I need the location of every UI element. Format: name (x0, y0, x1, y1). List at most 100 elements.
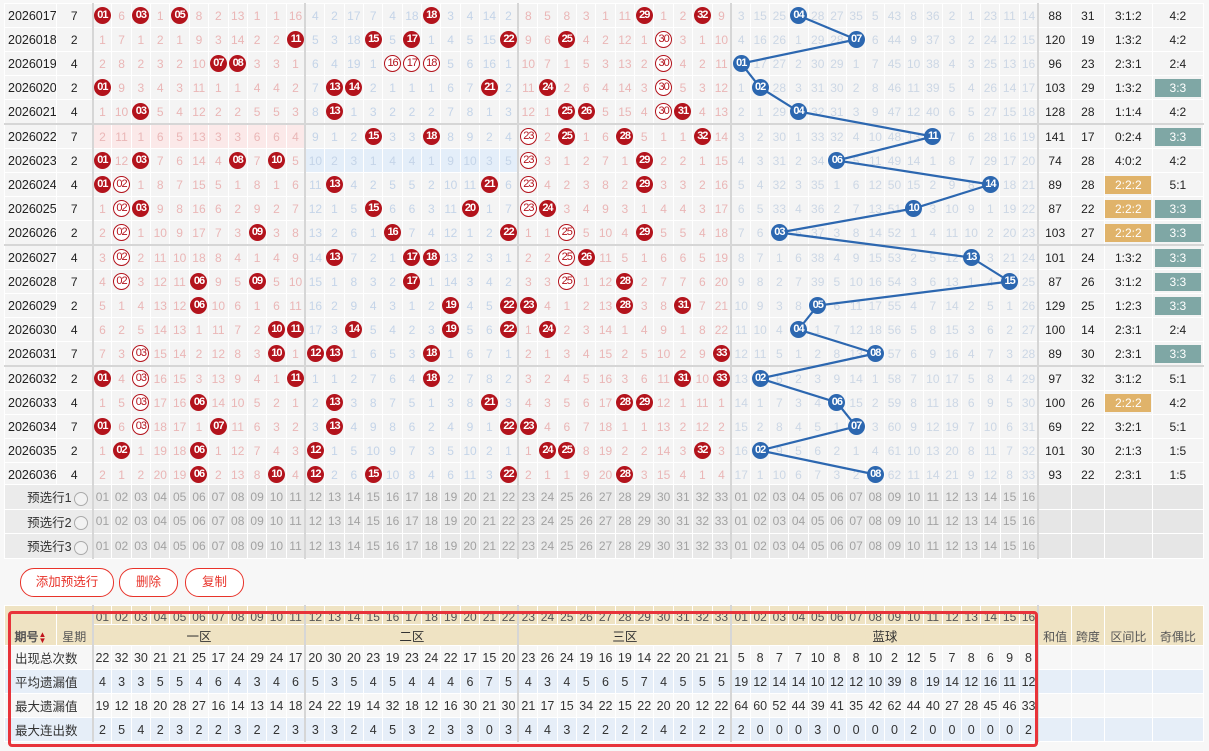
preselect-red-number[interactable]: 25 (556, 533, 578, 559)
preselect-red-number[interactable]: 03 (130, 533, 152, 559)
preselect-red-number[interactable]: 20 (459, 508, 481, 534)
preselect-red-number[interactable]: 28 (614, 533, 636, 559)
delete-button[interactable]: 删除 (119, 568, 178, 597)
preselect-red-number[interactable]: 05 (169, 508, 190, 534)
preselect-red-number[interactable]: 06 (188, 484, 210, 510)
preselect-red-number[interactable]: 07 (208, 508, 229, 534)
preselect-red-number[interactable]: 10 (266, 533, 287, 559)
preselect-red-number[interactable]: 24 (537, 533, 558, 559)
preselect-red-number[interactable]: 29 (634, 508, 655, 534)
preselect-red-number[interactable]: 21 (479, 508, 500, 534)
preselect-red-number[interactable]: 24 (537, 508, 558, 534)
preselect-red-number[interactable]: 23 (517, 508, 539, 534)
preselect-red-number[interactable]: 15 (363, 508, 384, 534)
preselect-blue-number[interactable]: 02 (750, 533, 771, 559)
preselect-red-number[interactable]: 26 (575, 508, 597, 534)
preselect-blue-number[interactable]: 15 (999, 484, 1020, 510)
preselect-red-number[interactable]: 16 (382, 508, 403, 534)
radio-button[interactable] (73, 491, 88, 506)
preselect-blue-number[interactable]: 16 (1018, 533, 1039, 559)
preselect-red-number[interactable]: 02 (111, 508, 132, 534)
preselect-red-number[interactable]: 30 (653, 484, 674, 510)
preselect-red-number[interactable]: 14 (343, 484, 365, 510)
preselect-red-number[interactable]: 05 (169, 484, 190, 510)
preselect-red-number[interactable]: 16 (382, 533, 403, 559)
preselect-red-number[interactable]: 33 (711, 484, 732, 510)
add-preselect-button[interactable]: 添加预选行 (20, 568, 114, 597)
preselect-red-number[interactable]: 18 (421, 533, 442, 559)
preselect-red-number[interactable]: 04 (150, 484, 171, 510)
preselect-red-number[interactable]: 01 (91, 484, 113, 510)
preselect-red-number[interactable]: 04 (150, 508, 171, 534)
preselect-blue-number[interactable]: 08 (865, 533, 886, 559)
preselect-red-number[interactable]: 24 (537, 484, 558, 510)
preselect-blue-number[interactable]: 10 (903, 533, 924, 559)
preselect-red-number[interactable]: 32 (692, 484, 713, 510)
preselect-blue-number[interactable]: 07 (845, 508, 867, 534)
preselect-red-number[interactable]: 18 (421, 508, 442, 534)
preselect-red-number[interactable]: 21 (479, 484, 500, 510)
preselect-red-number[interactable]: 06 (188, 508, 210, 534)
preselect-red-number[interactable]: 31 (672, 533, 694, 559)
preselect-red-number[interactable]: 09 (246, 484, 268, 510)
preselect-red-number[interactable]: 13 (324, 484, 345, 510)
preselect-red-number[interactable]: 12 (304, 508, 326, 534)
preselect-red-number[interactable]: 23 (517, 533, 539, 559)
preselect-red-number[interactable]: 06 (188, 533, 210, 559)
preselect-blue-number[interactable]: 04 (788, 484, 809, 510)
preselect-red-number[interactable]: 27 (595, 484, 616, 510)
preselect-blue-number[interactable]: 09 (884, 533, 905, 559)
preselect-red-number[interactable]: 27 (595, 508, 616, 534)
preselect-blue-number[interactable]: 14 (980, 508, 1001, 534)
preselect-red-number[interactable]: 22 (498, 508, 519, 534)
preselect-blue-number[interactable]: 11 (922, 533, 943, 559)
preselect-red-number[interactable]: 13 (324, 533, 345, 559)
preselect-blue-number[interactable]: 14 (980, 533, 1001, 559)
preselect-red-number[interactable]: 14 (343, 533, 365, 559)
preselect-red-number[interactable]: 23 (517, 484, 539, 510)
preselect-blue-number[interactable]: 11 (922, 484, 943, 510)
preselect-red-number[interactable]: 30 (653, 533, 674, 559)
preselect-red-number[interactable]: 07 (208, 484, 229, 510)
preselect-blue-number[interactable]: 05 (807, 533, 828, 559)
preselect-red-number[interactable]: 22 (498, 484, 519, 510)
preselect-red-number[interactable]: 11 (285, 533, 306, 559)
preselect-blue-number[interactable]: 04 (788, 533, 809, 559)
preselect-blue-number[interactable]: 12 (941, 533, 963, 559)
preselect-blue-number[interactable]: 16 (1018, 508, 1039, 534)
preselect-red-number[interactable]: 08 (227, 508, 248, 534)
preselect-blue-number[interactable]: 06 (826, 484, 848, 510)
preselect-red-number[interactable]: 03 (130, 484, 152, 510)
preselect-red-number[interactable]: 11 (285, 508, 306, 534)
preselect-blue-number[interactable]: 02 (750, 508, 771, 534)
preselect-red-number[interactable]: 02 (111, 533, 132, 559)
preselect-red-number[interactable]: 18 (421, 484, 442, 510)
preselect-blue-number[interactable]: 15 (999, 508, 1020, 534)
preselect-blue-number[interactable]: 14 (980, 484, 1001, 510)
preselect-red-number[interactable]: 31 (672, 508, 694, 534)
preselect-red-number[interactable]: 15 (363, 533, 384, 559)
preselect-red-number[interactable]: 11 (285, 484, 306, 510)
preselect-red-number[interactable]: 17 (401, 533, 423, 559)
preselect-red-number[interactable]: 26 (575, 484, 597, 510)
preselect-blue-number[interactable]: 13 (961, 508, 982, 534)
period-header[interactable]: 期号▲▼ (4, 605, 57, 646)
preselect-red-number[interactable]: 22 (498, 533, 519, 559)
preselect-red-number[interactable]: 04 (150, 533, 171, 559)
preselect-blue-number[interactable]: 07 (845, 533, 867, 559)
preselect-red-number[interactable]: 32 (692, 508, 713, 534)
preselect-red-number[interactable]: 13 (324, 508, 345, 534)
preselect-red-number[interactable]: 25 (556, 484, 578, 510)
preselect-red-number[interactable]: 12 (304, 533, 326, 559)
preselect-blue-number[interactable]: 10 (903, 484, 924, 510)
preselect-red-number[interactable]: 30 (653, 508, 674, 534)
preselect-red-number[interactable]: 07 (208, 533, 229, 559)
preselect-red-number[interactable]: 09 (246, 508, 268, 534)
preselect-blue-number[interactable]: 08 (865, 484, 886, 510)
preselect-blue-number[interactable]: 15 (999, 533, 1020, 559)
preselect-red-number[interactable]: 14 (343, 508, 365, 534)
preselect-blue-number[interactable]: 09 (884, 484, 905, 510)
preselect-red-number[interactable]: 29 (634, 484, 655, 510)
preselect-red-number[interactable]: 21 (479, 533, 500, 559)
preselect-blue-number[interactable]: 03 (769, 484, 790, 510)
